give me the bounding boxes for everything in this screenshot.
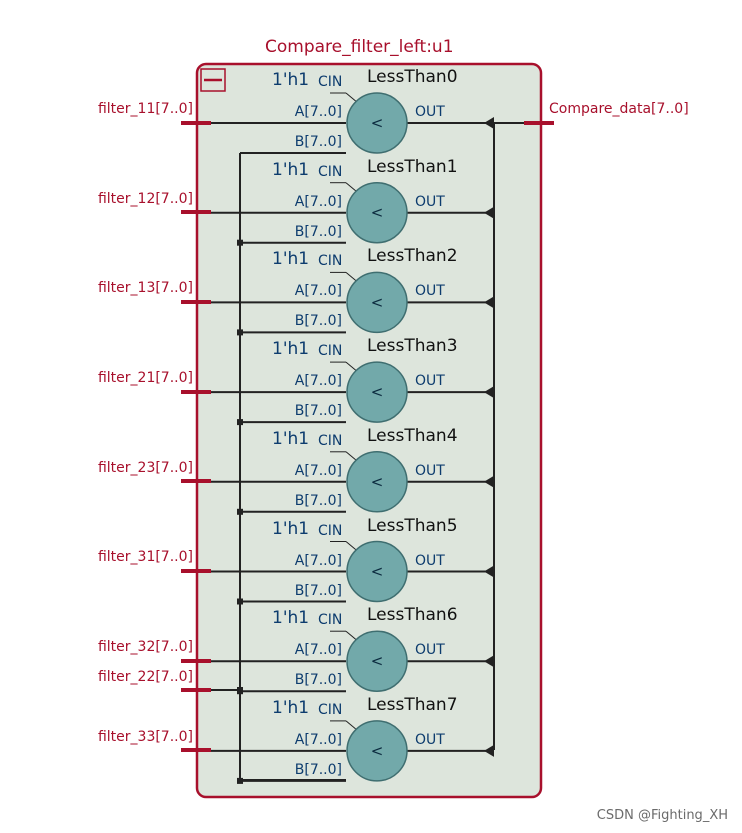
out-pin-label-7: OUT <box>415 731 445 748</box>
out-pin-label-1: OUT <box>415 193 445 210</box>
input-port-filter-11[interactable]: filter_11[7..0] <box>97 101 193 117</box>
b-pin-label-2: B[7..0] <box>294 313 342 330</box>
input-port-filter-33[interactable]: filter_33[7..0] <box>97 729 193 745</box>
cin-pin-label-0: CIN <box>318 74 343 90</box>
comparator-4 <box>346 451 408 513</box>
comparators-layer: < < < < < < < < <box>346 92 408 782</box>
cin-constant-0: 1'h1 <box>272 70 310 90</box>
minimize-icon[interactable] <box>200 68 226 92</box>
cin-pin-label-1: CIN <box>318 163 343 180</box>
bus-junction-4 <box>237 508 243 515</box>
comparator-symbol-1: < <box>371 204 384 222</box>
comparator-name-3: LessThan3 <box>367 336 458 357</box>
out-pin-label-0: OUT <box>415 104 445 120</box>
a-pin-label-4: A[7..0] <box>294 462 342 479</box>
out-arrow-6 <box>484 655 494 668</box>
cin-pin-label-6: CIN <box>318 612 343 629</box>
comparator-5 <box>346 540 408 603</box>
a-pin-label-2: A[7..0] <box>294 283 342 300</box>
input-port-filter-21[interactable]: filter_21[7..0] <box>97 370 193 386</box>
b-pin-label-7: B[7..0] <box>294 761 342 778</box>
b-pin-label-3: B[7..0] <box>294 403 342 420</box>
cin-constant-6: 1'h1 <box>272 608 310 629</box>
cin-constant-5: 1'h1 <box>272 518 310 539</box>
watermark: CSDN @Fighting_XH <box>596 808 728 823</box>
out-arrow-2 <box>484 296 494 309</box>
b-pin-label-5: B[7..0] <box>294 582 342 599</box>
comparator-name-6: LessThan6 <box>367 605 458 626</box>
cin-constant-2: 1'h1 <box>272 249 310 270</box>
out-pin-label-4: OUT <box>415 462 445 479</box>
comparator-symbol-4: < <box>371 473 384 491</box>
cin-constant-7: 1'h1 <box>272 697 310 718</box>
cin-pin-label-5: CIN <box>318 522 343 539</box>
a-pin-label-6: A[7..0] <box>294 642 342 659</box>
comparator-7 <box>346 720 408 782</box>
input-port-filter-12[interactable]: filter_12[7..0] <box>97 191 193 207</box>
out-pin-label-5: OUT <box>415 552 445 569</box>
comparator-6 <box>346 630 408 692</box>
input-port-filter-31[interactable]: filter_31[7..0] <box>97 549 193 565</box>
out-arrow-0 <box>484 117 494 129</box>
comparator-symbol-3: < <box>371 383 384 401</box>
b-pin-label-0: B[7..0] <box>294 134 342 150</box>
b-pin-label-1: B[7..0] <box>294 223 342 240</box>
bus-junction-5 <box>237 598 243 605</box>
cin-pin-label-2: CIN <box>318 253 343 270</box>
comparator-1 <box>346 181 408 244</box>
block-body[interactable] <box>195 62 543 799</box>
comparator-name-5: LessThan5 <box>367 515 458 536</box>
out-arrow-5 <box>484 565 494 578</box>
out-arrow-3 <box>484 386 494 399</box>
comparator-symbol-2: < <box>371 293 384 311</box>
cin-constant-4: 1'h1 <box>272 428 310 449</box>
comparator-symbol-5: < <box>371 563 384 581</box>
a-pin-label-7: A[7..0] <box>294 731 342 748</box>
cin-pin-label-3: CIN <box>318 343 343 360</box>
cin-pin-label-4: CIN <box>318 432 343 449</box>
input-port-filter-13[interactable]: filter_13[7..0] <box>97 280 193 296</box>
a-pin-label-1: A[7..0] <box>294 193 342 210</box>
out-arrow-4 <box>484 475 494 488</box>
a-pin-label-5: A[7..0] <box>294 552 342 569</box>
a-pin-label-3: A[7..0] <box>294 373 342 390</box>
comparator-name-2: LessThan2 <box>367 246 458 267</box>
out-arrow-7 <box>484 744 494 757</box>
b-pin-label-4: B[7..0] <box>294 492 342 509</box>
block-title: Compare_filter_left:u1 <box>265 37 454 57</box>
filter22-junction <box>237 687 243 693</box>
comparator-name-4: LessThan4 <box>367 425 458 446</box>
out-pin-label-3: OUT <box>415 373 445 390</box>
port-stubs-layer <box>181 121 554 752</box>
comparator-name-7: LessThan7 <box>367 694 458 715</box>
a-pin-label-0: A[7..0] <box>294 104 342 120</box>
comparator-symbol-7: < <box>371 742 384 760</box>
bus-junction-3 <box>237 419 243 426</box>
comparator-2 <box>346 271 408 334</box>
output-port-compare-data[interactable]: Compare_data[7..0] <box>549 101 689 117</box>
bus-junction-2 <box>237 329 243 336</box>
cin-constant-1: 1'h1 <box>272 159 310 180</box>
cin-constant-3: 1'h1 <box>272 339 310 360</box>
comparator-symbol-6: < <box>371 652 384 670</box>
out-pin-label-2: OUT <box>415 283 445 300</box>
wires-layer <box>211 92 526 784</box>
out-arrow-1 <box>484 206 494 219</box>
comparator-0 <box>346 92 408 154</box>
input-port-filter-22[interactable]: filter_22[7..0] <box>97 669 193 685</box>
comparator-symbol-0: < <box>371 114 384 132</box>
bus-junction-1 <box>237 239 243 246</box>
cin-pin-label-7: CIN <box>318 701 343 718</box>
comparator-name-0: LessThan0 <box>367 67 458 87</box>
b-pin-label-6: B[7..0] <box>294 672 342 689</box>
out-pin-label-6: OUT <box>415 642 445 659</box>
comparator-3 <box>346 361 408 423</box>
input-port-filter-23[interactable]: filter_23[7..0] <box>97 460 193 476</box>
comparator-name-1: LessThan1 <box>367 156 458 177</box>
input-port-filter-32[interactable]: filter_32[7..0] <box>97 639 193 655</box>
